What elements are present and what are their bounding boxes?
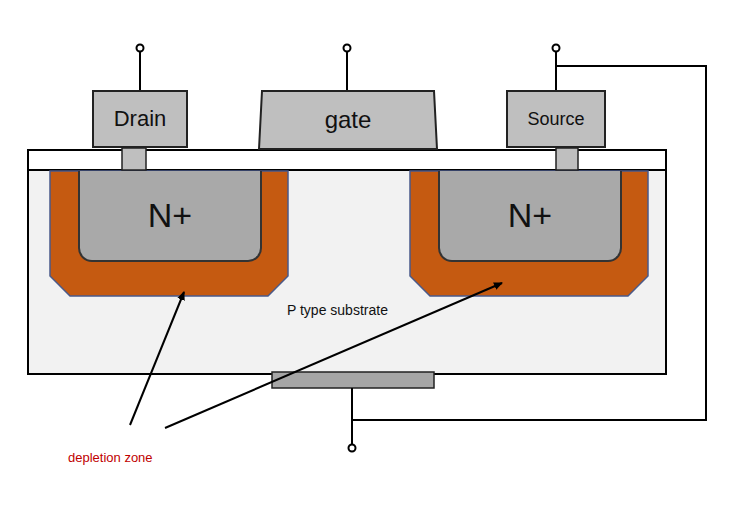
callout-label: depletion zone [68, 450, 153, 465]
leader-arrow [165, 283, 502, 428]
terminal [553, 45, 560, 52]
terminal-wire [351, 420, 353, 444]
gate-shape [259, 91, 437, 149]
source-contact [556, 148, 578, 170]
node-label: Source [527, 109, 584, 130]
node-label: N+ [508, 196, 552, 235]
leader-arrow [130, 292, 184, 425]
substrate-body [28, 150, 666, 374]
body-contact [272, 372, 434, 388]
terminal [137, 45, 144, 52]
source-box: Source [506, 90, 606, 148]
depletion-zone [50, 171, 288, 296]
gate-box: gate [258, 90, 438, 150]
terminal-wire [346, 52, 348, 90]
depletion-zone [410, 171, 648, 296]
drain-contact [122, 148, 146, 170]
substrate-region: P type substrate N+ N+ [28, 150, 666, 374]
n-plus-region: N+ [438, 171, 622, 262]
terminal-wire [555, 52, 557, 66]
terminal-wire [139, 52, 141, 90]
terminal [344, 45, 351, 52]
n-plus-region: N+ [78, 171, 262, 262]
terminal [349, 445, 356, 452]
drain-box: Drain [92, 90, 188, 148]
node-label: P type substrate [284, 301, 391, 319]
node-label: gate [325, 106, 372, 134]
node-label: N+ [148, 196, 192, 235]
node-label: Drain [114, 106, 167, 132]
